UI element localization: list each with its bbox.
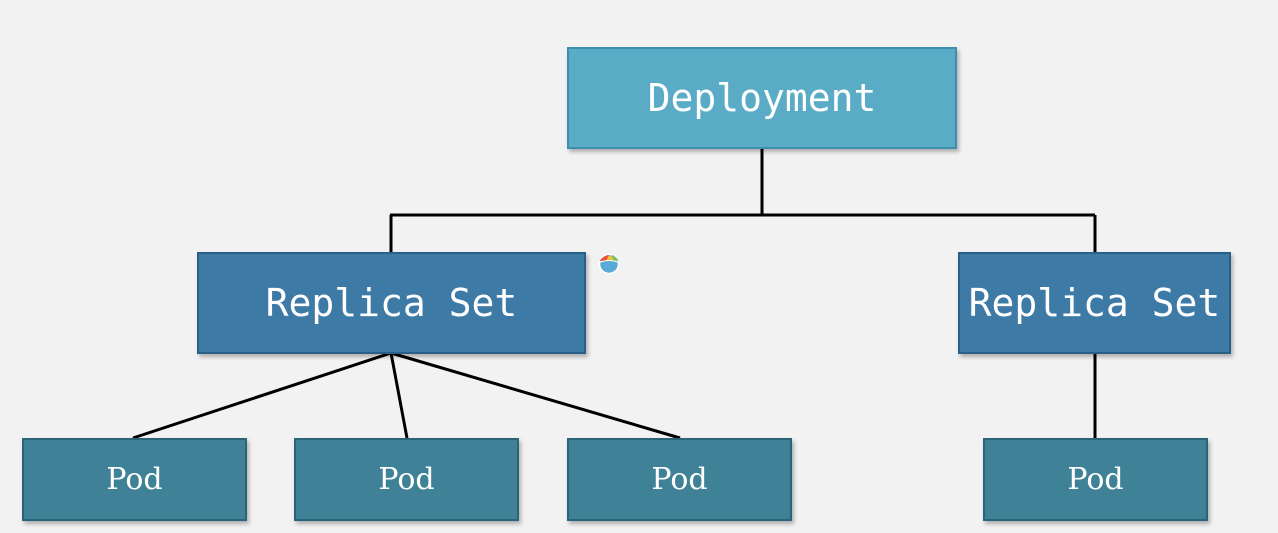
pod-label-4: Pod xyxy=(1067,462,1124,497)
pod-node-1: Pod xyxy=(22,438,247,521)
replica-set-label-2: Replica Set xyxy=(968,281,1221,325)
deployment-node: Deployment xyxy=(567,47,957,149)
pod-node-4: Pod xyxy=(983,438,1208,521)
pod-label-1: Pod xyxy=(106,462,163,497)
pod-node-2: Pod xyxy=(294,438,519,521)
replica-set-node-2: Replica Set xyxy=(958,252,1231,354)
pod-label-3: Pod xyxy=(651,462,708,497)
pod-node-3: Pod xyxy=(567,438,792,521)
deployment-label: Deployment xyxy=(647,76,877,120)
pod-label-2: Pod xyxy=(378,462,435,497)
connector-rs1-to-pod-2 xyxy=(389,352,409,439)
connector-rs1-to-pod-3 xyxy=(390,351,681,440)
connector-rs1-to-pod-1 xyxy=(132,351,392,440)
replica-set-label-1: Replica Set xyxy=(265,281,518,325)
replica-set-node-1: Replica Set xyxy=(197,252,586,354)
app-badge-icon[interactable] xyxy=(596,248,622,274)
